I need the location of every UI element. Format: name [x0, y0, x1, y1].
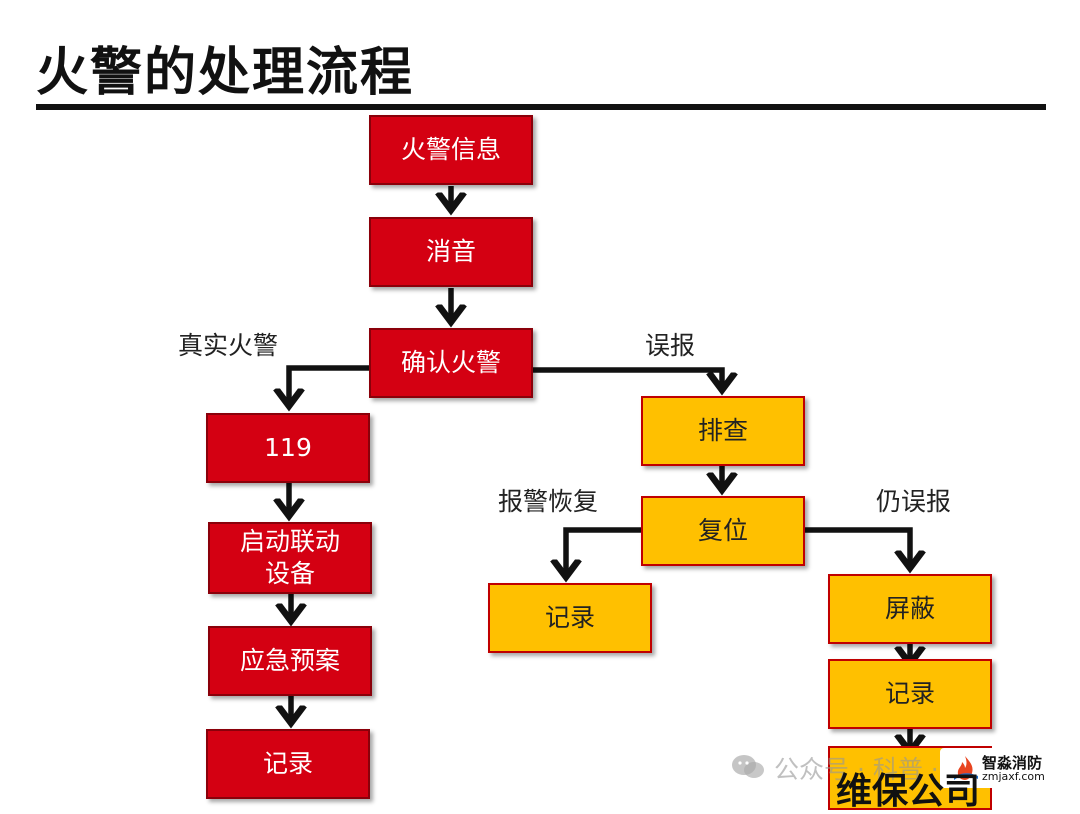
- node-record-right: 记录: [828, 659, 992, 729]
- flame-logo-icon: [954, 756, 978, 780]
- label-real-fire: 真实火警: [178, 331, 279, 360]
- node-start-linked-line1: 启动联动: [239, 527, 340, 556]
- title-underline: [36, 104, 1046, 110]
- node-confirm-fire: 确认火警: [369, 328, 533, 398]
- wechat-icon: [732, 755, 764, 778]
- node-emergency-plan: 应急预案: [208, 626, 372, 696]
- node-record-left: 记录: [206, 729, 370, 799]
- logo-background: [940, 748, 1038, 788]
- node-fire-info: 火警信息: [369, 115, 533, 185]
- node-silence: 消音: [369, 217, 533, 287]
- label-alarm-recovered: 报警恢复: [498, 487, 599, 516]
- brand-overlay-text: 维保公司: [836, 771, 981, 812]
- node-reset: 复位: [641, 496, 805, 566]
- node-start-linked-devices: 启动联动 设备: [208, 522, 372, 594]
- watermark-account-text: 公众号 · 科普 · 研: [774, 755, 972, 784]
- arrow-reset-to-shield: [804, 527, 910, 568]
- page-title: 火警的处理流程: [36, 43, 415, 103]
- arrow-reset-to-record-mid: [566, 527, 641, 577]
- node-call-119: 119: [206, 413, 370, 483]
- logo-url: zmjaxf.com: [982, 770, 1045, 783]
- node-shield: 屏蔽: [828, 574, 992, 644]
- label-still-false: 仍误报: [876, 487, 952, 516]
- arrow-confirm-to-119: [289, 365, 370, 406]
- node-record-mid: 记录: [488, 583, 652, 653]
- node-start-linked-line2: 设备: [264, 559, 315, 588]
- label-false-alarm: 误报: [645, 331, 696, 360]
- node-investigate: 排查: [641, 396, 805, 466]
- logo-name: 智淼消防: [982, 754, 1043, 772]
- arrow-confirm-to-investigate: [532, 367, 722, 390]
